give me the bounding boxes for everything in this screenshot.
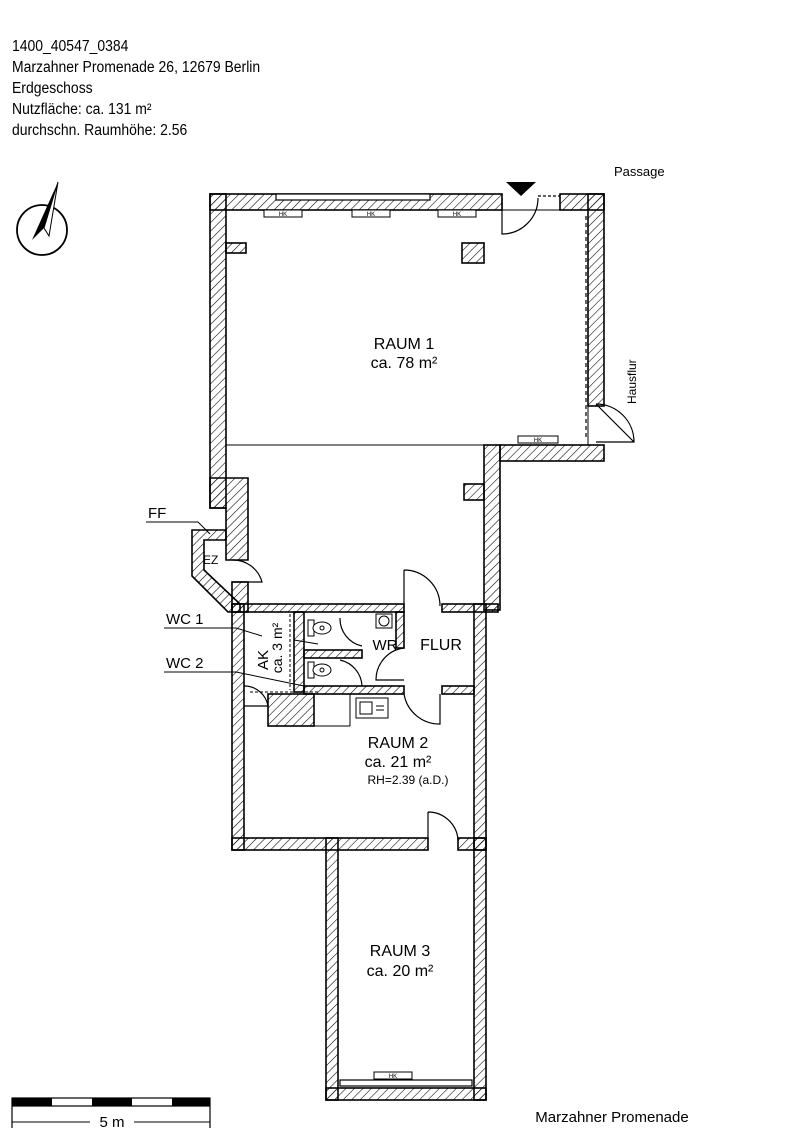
street-label: Marzahner Promenade xyxy=(535,1109,688,1126)
radiator-icon: HK xyxy=(517,435,559,444)
wall-ff xyxy=(209,477,249,561)
raum1-area: ca. 78 m² xyxy=(371,355,438,372)
plan-floor: Erdgeschoss xyxy=(12,80,93,97)
wall-chimney xyxy=(267,693,315,727)
room-labels: RAUM 1 ca. 78 m² RAUM 2 ca. 21 m² RH=2.3… xyxy=(148,164,689,1126)
wall-ez xyxy=(191,529,241,613)
raum2-name: RAUM 2 xyxy=(368,735,429,752)
wall-stub-left xyxy=(225,242,247,254)
wall-r1-right-lower xyxy=(483,444,501,611)
raum1-name: RAUM 1 xyxy=(374,336,435,353)
plan-id: 1400_40547_0384 xyxy=(12,38,129,55)
raum2-note: RH=2.39 (a.D.) xyxy=(367,773,448,787)
flur-label: FLUR xyxy=(420,637,462,654)
wall-r3-right xyxy=(473,837,487,1101)
passage-label: Passage xyxy=(614,164,665,179)
scale-bar: 5 m xyxy=(11,1097,211,1131)
svg-text:HK: HK xyxy=(389,1074,397,1080)
door-raum3 xyxy=(427,811,459,841)
ff-label: FF xyxy=(148,505,166,522)
wall-r3-bottom xyxy=(325,1087,487,1101)
windows xyxy=(275,193,473,1087)
toilet-icon xyxy=(307,661,332,679)
door-flur-bottom xyxy=(403,693,441,725)
raum3-area: ca. 20 m² xyxy=(367,963,434,980)
wall-r3-left xyxy=(325,837,339,1101)
wall-flur-bottom xyxy=(441,685,475,695)
svg-text:HK: HK xyxy=(367,212,375,218)
pillar xyxy=(461,242,485,264)
wall-wr-right xyxy=(395,611,405,649)
window-bottom xyxy=(339,1079,473,1087)
window-top xyxy=(275,193,431,201)
door-hausflur xyxy=(595,403,635,443)
door-passage xyxy=(501,197,539,235)
radiator-icon: HK xyxy=(373,1071,413,1080)
wall-wc-top xyxy=(231,603,405,613)
wall-r1-right xyxy=(587,193,605,407)
radiator-icon: HK xyxy=(437,209,477,218)
radiator-icon: HK xyxy=(263,209,303,218)
wall-r1-left xyxy=(209,193,227,509)
wall-r2-left xyxy=(231,603,245,851)
wall-r2-right xyxy=(473,603,487,851)
entrance-marker-icon xyxy=(506,182,536,196)
wall-flur-top xyxy=(441,603,499,613)
raum3-name: RAUM 3 xyxy=(370,943,431,960)
ak-label: AK xyxy=(255,650,272,670)
wc2-label: WC 2 xyxy=(166,655,204,672)
ak-area: ca. 3 m² xyxy=(269,622,285,673)
plan-header: 1400_40547_0384 Marzahner Promenade 26, … xyxy=(12,36,288,141)
door-ak xyxy=(243,685,269,707)
scale-label: 5 m xyxy=(99,1114,124,1131)
north-arrow-icon xyxy=(16,181,68,256)
door-ez xyxy=(231,559,263,583)
wall-wc-bottom xyxy=(303,685,405,695)
plan-avg-height: durchschn. Raumhöhe: 2.56 xyxy=(12,122,188,139)
wc1-label: WC 1 xyxy=(166,611,204,628)
hausflur-label: Hausflur xyxy=(625,359,639,404)
ez-label: EZ xyxy=(203,553,218,567)
sink-icon xyxy=(375,613,393,629)
door-wc1 xyxy=(339,617,363,647)
raum2-area: ca. 21 m² xyxy=(365,754,432,771)
door-wr xyxy=(375,647,405,681)
door-flur-top xyxy=(403,569,441,607)
wall-stub-right xyxy=(463,483,485,501)
plan-address: Marzahner Promenade 26, 12679 Berlin xyxy=(12,59,261,76)
wall-r1-step xyxy=(499,444,605,462)
wall-ak-right xyxy=(293,611,305,693)
radiator-icon: HK xyxy=(351,209,391,218)
svg-text:HK: HK xyxy=(453,212,461,218)
kitchen-sink-icon xyxy=(355,697,389,719)
wall-wc-divider xyxy=(303,649,363,659)
radiators: HK HK HK HK HK xyxy=(263,209,559,1080)
wr-label: WR xyxy=(373,637,398,654)
doors xyxy=(231,195,635,841)
toilet-icon xyxy=(307,619,332,637)
plan-usable-area: Nutzfläche: ca. 131 m² xyxy=(12,101,152,118)
svg-text:HK: HK xyxy=(534,438,542,444)
svg-text:HK: HK xyxy=(279,212,287,218)
door-wc2 xyxy=(339,659,363,687)
